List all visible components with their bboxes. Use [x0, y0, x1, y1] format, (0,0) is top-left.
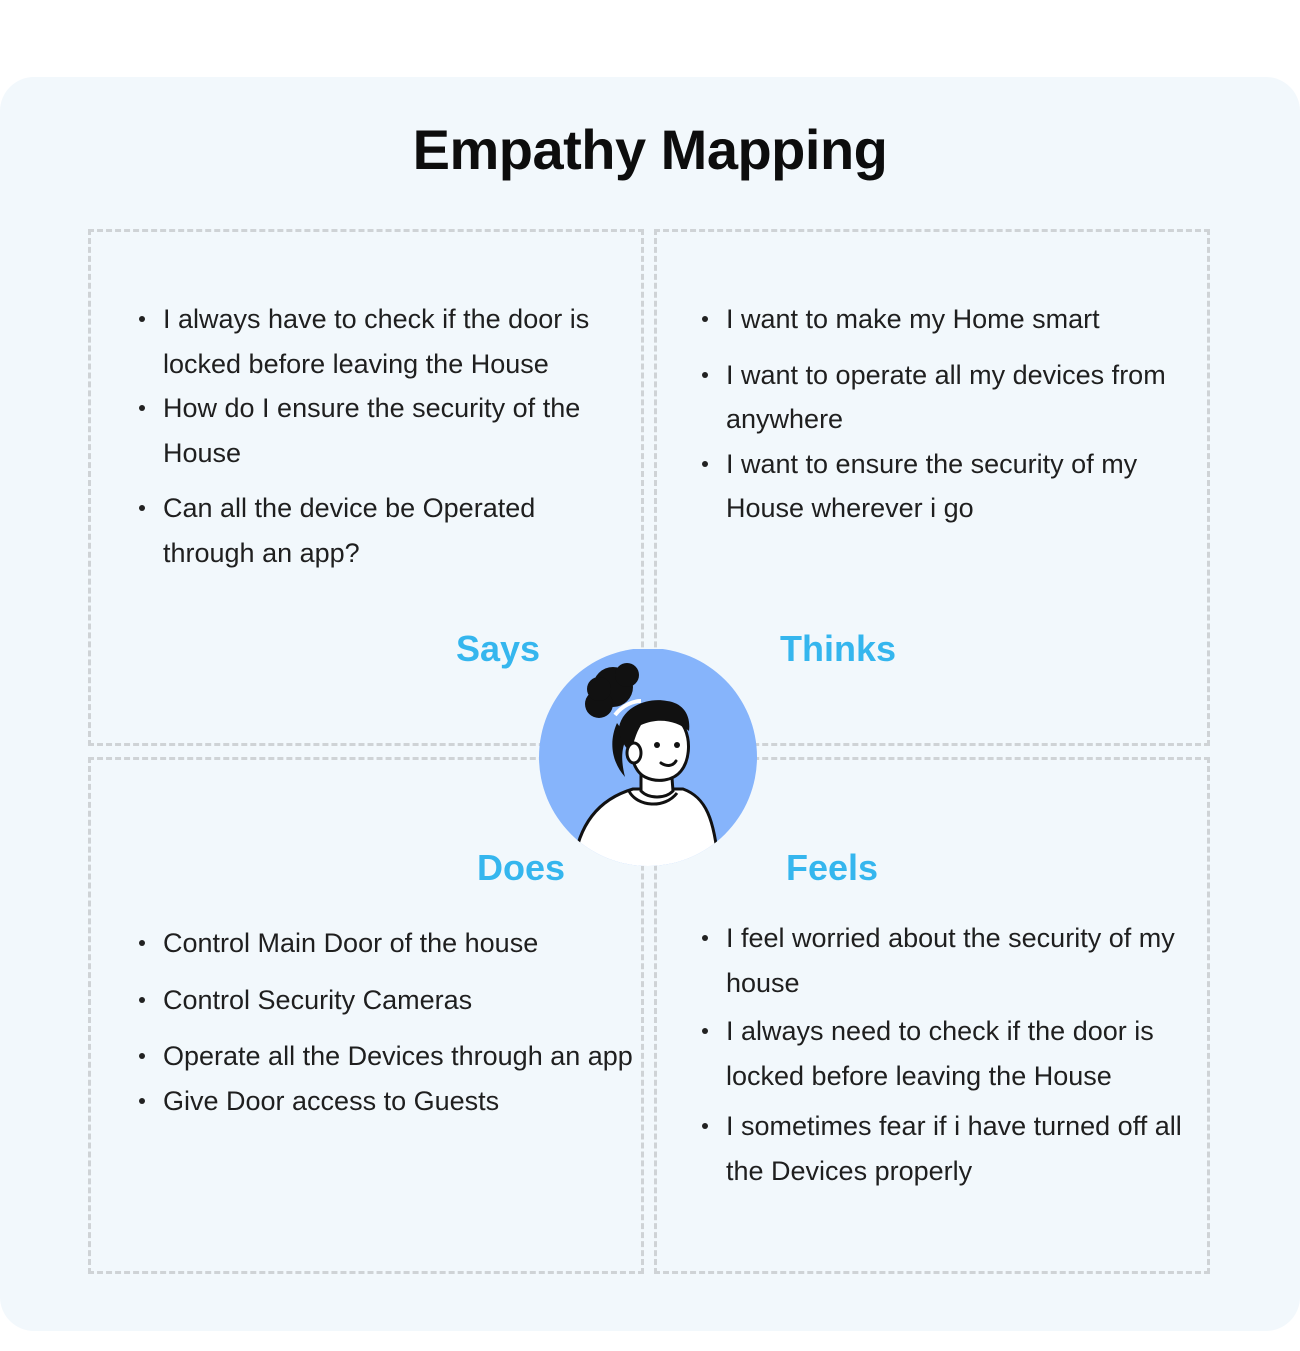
list-item: I want to ensure the security of my Hous…: [700, 442, 1170, 531]
list-item: I always need to check if the door is lo…: [700, 1009, 1200, 1098]
list-item: I sometimes fear if i have turned off al…: [700, 1104, 1200, 1193]
user-persona-illustration-icon: [539, 649, 757, 866]
says-list: I always have to check if the door is lo…: [137, 297, 617, 575]
feels-label: Feels: [786, 847, 879, 888]
list-item: I feel worried about the security of my …: [700, 916, 1200, 1005]
list-item: I always have to check if the door is lo…: [137, 297, 617, 386]
says-quadrant: [88, 229, 644, 746]
does-label: Does: [477, 847, 566, 888]
says-label: Says: [456, 628, 541, 669]
thinks-list: I want to make my Home smart I want to o…: [700, 297, 1170, 531]
list-item: I want to operate all my devices from an…: [700, 353, 1170, 442]
does-list: Control Main Door of the house Control S…: [137, 921, 637, 1123]
list-item: Can all the device be Operated through a…: [137, 486, 617, 575]
feels-list: I feel worried about the security of my …: [700, 916, 1200, 1193]
list-item: Give Door access to Guests: [137, 1079, 637, 1124]
list-item: Operate all the Devices through an app: [137, 1034, 637, 1079]
page-title: Empathy Mapping: [412, 118, 888, 181]
list-item: How do I ensure the security of the Hous…: [137, 386, 617, 475]
thinks-quadrant: [654, 229, 1210, 746]
thinks-label: Thinks: [780, 628, 897, 669]
list-item: I want to make my Home smart: [700, 297, 1170, 342]
list-item: Control Main Door of the house: [137, 921, 637, 966]
does-quadrant: [88, 757, 644, 1274]
feels-quadrant: [654, 757, 1210, 1274]
list-item: Control Security Cameras: [137, 978, 637, 1023]
